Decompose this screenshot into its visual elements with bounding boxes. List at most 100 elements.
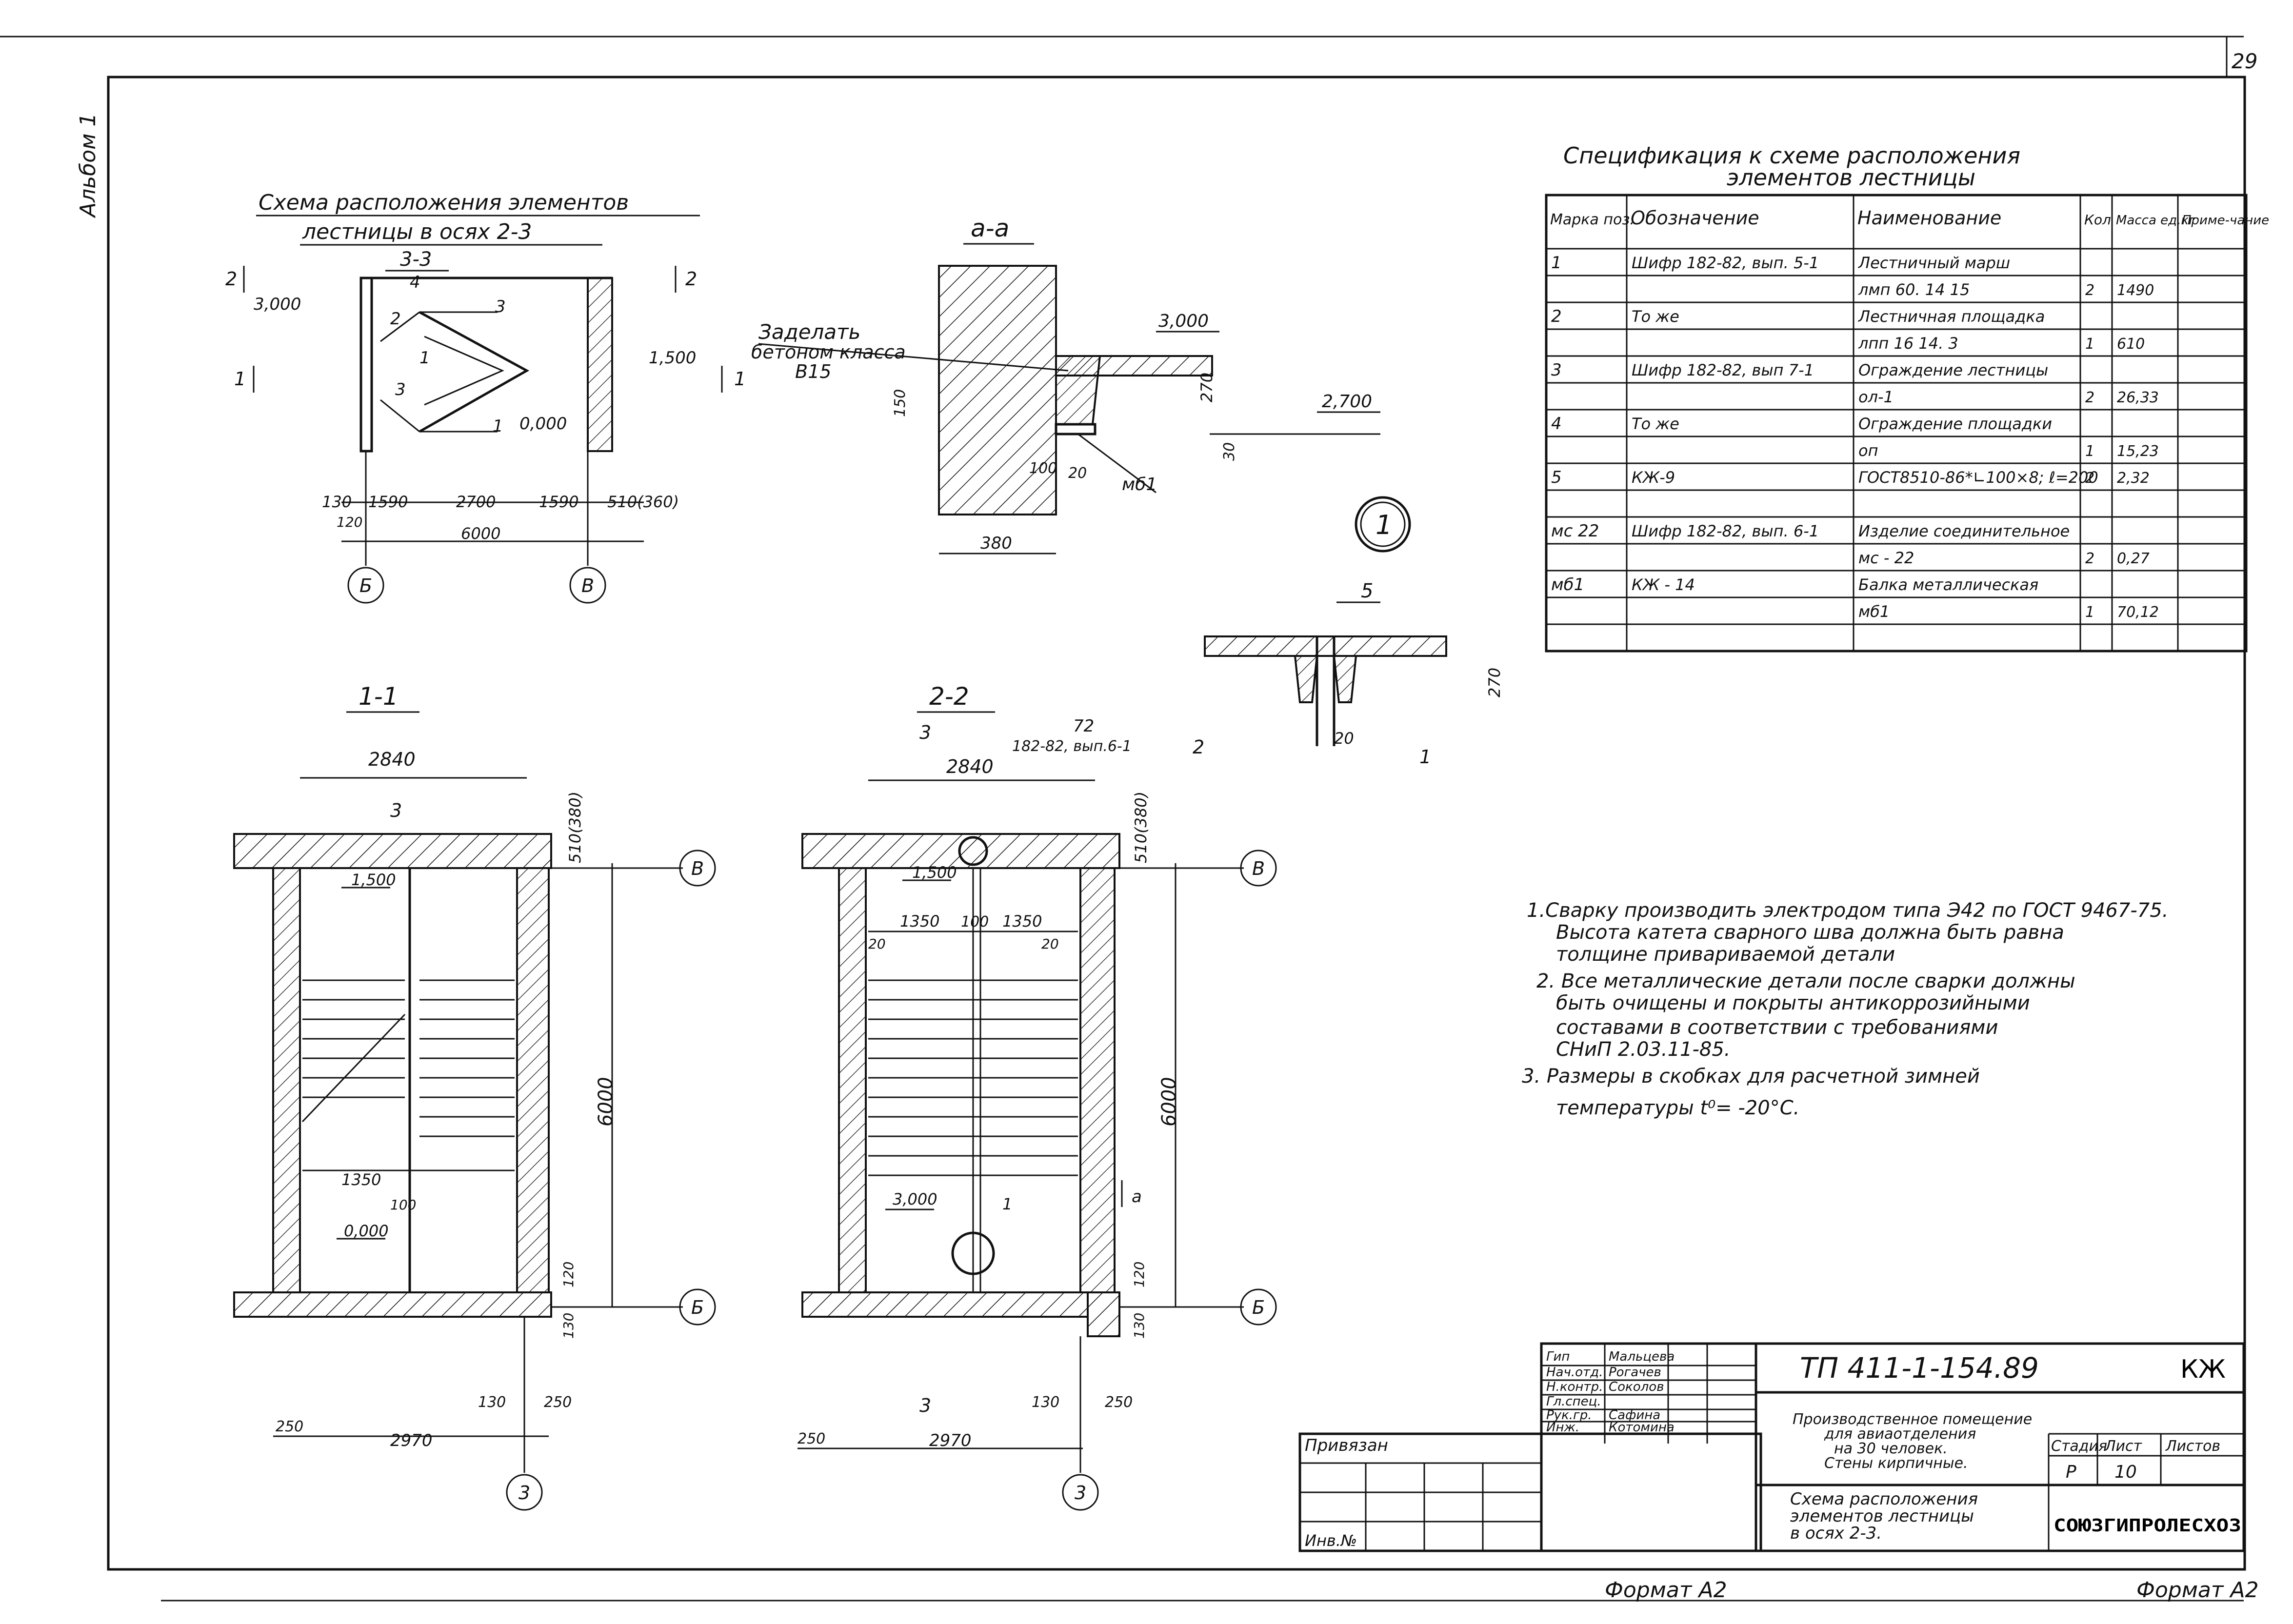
s22-dim-130b: 130 bbox=[1032, 1394, 1059, 1411]
format-label-center: Формат А2 bbox=[1605, 1578, 1727, 1603]
spec-cell: КЖ-9 bbox=[1632, 468, 1675, 487]
building-line: Стены кирпичные. bbox=[1824, 1455, 1968, 1472]
plan-dim-1590b: 1590 bbox=[539, 493, 578, 511]
note-line: температуры t⁰= -20°С. bbox=[1556, 1097, 1799, 1119]
building-line: на 30 человек. bbox=[1834, 1440, 1948, 1457]
spec-cell: 0,27 bbox=[2117, 550, 2150, 567]
note-line: СНиП 2.03.11-85. bbox=[1556, 1038, 1731, 1061]
s22-axis-v: В bbox=[1252, 858, 1265, 879]
s11-dim-130b: 130 bbox=[478, 1394, 506, 1411]
note-line: толщине привариваемой детали bbox=[1556, 943, 1895, 966]
spec-cell: 4 bbox=[1551, 414, 1562, 434]
inv-no-label: Инв.№ bbox=[1305, 1531, 1357, 1550]
tb-role: Рук.гр. bbox=[1546, 1408, 1592, 1423]
spec-cell: 1490 bbox=[2117, 282, 2154, 299]
plan-dim-6000: 6000 bbox=[461, 524, 500, 543]
spec-cell: Лестничный марш bbox=[1858, 254, 2010, 272]
spec-header-cell: Марка поз. bbox=[1550, 211, 1635, 228]
spec-header-cell: Кол bbox=[2084, 212, 2111, 228]
aa-dim-20: 20 bbox=[1068, 465, 1087, 482]
spec-cell: Шифр 182-82, вып. 6-1 bbox=[1632, 522, 1819, 540]
spec-cell: мб1 bbox=[1551, 575, 1584, 594]
plan-pos-1b: 1 bbox=[493, 416, 503, 436]
plan-pos-4: 4 bbox=[410, 273, 420, 292]
spec-cell: мб1 bbox=[1858, 602, 1890, 621]
tb-role: Гл.спец. bbox=[1546, 1394, 1601, 1409]
spec-cell: 2 bbox=[2085, 470, 2094, 487]
spec-cell: лпп 16 14. 3 bbox=[1858, 334, 1958, 353]
s11-elev-1500: 1,500 bbox=[351, 871, 396, 889]
spec-cell: Шифр 182-82, вып. 5-1 bbox=[1632, 254, 1819, 272]
tb-name: Мальцева bbox=[1609, 1349, 1675, 1364]
spec-cell: лмп 60. 14 15 bbox=[1858, 280, 1970, 299]
spec-cell: 2 bbox=[2085, 550, 2094, 567]
s22-dim-1350a: 1350 bbox=[900, 912, 939, 931]
building-line: для авиаотделения bbox=[1824, 1426, 1976, 1443]
detail-pos-1: 1 bbox=[1419, 746, 1431, 768]
mark-kj: КЖ bbox=[2180, 1355, 2226, 1384]
note-line: составами в соответствии с требованиями bbox=[1556, 1016, 1998, 1039]
detail-callout: 1 bbox=[1376, 510, 1392, 540]
plan-pos-1a: 1 bbox=[419, 348, 430, 368]
s11-dim-130: 130 bbox=[560, 1313, 577, 1339]
s22-mark-3-bottom: 3 bbox=[919, 1395, 931, 1416]
detail-pos-2: 2 bbox=[1193, 736, 1204, 758]
spec-cell: ГОСТ8510-86*∟100×8; ℓ=200 bbox=[1858, 468, 2098, 487]
aa-dim-30: 30 bbox=[1221, 442, 1238, 461]
plan-title-2: лестницы в осях 2-3 bbox=[302, 219, 532, 244]
s22-dim-2840: 2840 bbox=[946, 756, 994, 777]
plan-section-mark: 3-3 bbox=[400, 248, 432, 271]
tb-name: Соколов bbox=[1609, 1380, 1664, 1394]
plan-pos-3b: 3 bbox=[395, 380, 406, 399]
s22-dim-250a: 250 bbox=[798, 1430, 825, 1447]
drawing-line: Схема расположения bbox=[1790, 1489, 1978, 1509]
aa-note-3: В15 bbox=[795, 361, 831, 382]
building-line: Производственное помещение bbox=[1793, 1411, 2032, 1428]
s22-dim-1350b: 1350 bbox=[1002, 912, 1042, 931]
sheet-value: 10 bbox=[2114, 1462, 2137, 1482]
spec-cell: Ограждение лестницы bbox=[1858, 361, 2048, 379]
tb-name: Рогачев bbox=[1609, 1365, 1661, 1380]
spec-cell: 1 bbox=[2085, 443, 2094, 460]
plan-dim-120: 120 bbox=[337, 514, 362, 530]
s22-title: 2-2 bbox=[929, 682, 969, 711]
s22-ref-text: 182-82, вып.6-1 bbox=[1012, 738, 1132, 755]
note-line: Высота катета сварного шва должна быть р… bbox=[1556, 921, 2064, 944]
note-line: 2. Все металлические детали после сварки… bbox=[1536, 970, 2075, 992]
title-block: Привязан Инв.№ Гип Нач.отд. Н.контр. Гл.… bbox=[1298, 1342, 2245, 1552]
spec-cell: То же bbox=[1632, 415, 1679, 433]
section-aa: а-а Заделать бетоном класса В15 3,000 2,… bbox=[751, 214, 1380, 555]
aa-dim-270: 270 bbox=[1197, 373, 1216, 402]
s22-pos-1: 1 bbox=[1002, 1195, 1012, 1213]
spec-cell: 5 bbox=[1551, 468, 1562, 487]
s22-dim-6000: 6000 bbox=[1158, 1077, 1180, 1127]
spec-header-cell: Обозначение bbox=[1631, 207, 1759, 229]
s22-mark-a: а bbox=[1132, 1187, 1142, 1207]
organization: СОЮЗГИПРОЛЕСХОЗ bbox=[2054, 1516, 2241, 1536]
plan-title-1: Схема расположения элементов bbox=[259, 190, 629, 215]
s11-mark-3: 3 bbox=[390, 800, 402, 821]
plan-scheme: Схема расположения элементов лестницы в … bbox=[225, 190, 746, 604]
project-code: ТП 411-1-154.89 bbox=[1800, 1351, 2039, 1385]
spec-cell: Шифр 182-82, вып 7-1 bbox=[1632, 361, 1814, 379]
spec-cell: 1 bbox=[2085, 336, 2094, 353]
spec-cell: 2,32 bbox=[2117, 470, 2150, 487]
notes: 1.Сварку производить электродом типа Э42… bbox=[1522, 899, 2168, 1119]
s11-dim-100: 100 bbox=[390, 1197, 416, 1213]
privyazan-label: Привязан bbox=[1305, 1436, 1388, 1455]
spec-cell: мс 22 bbox=[1551, 521, 1599, 541]
s22-dim-2970: 2970 bbox=[929, 1431, 972, 1450]
aa-elev-3000: 3,000 bbox=[1158, 311, 1209, 331]
spec-cell: 1 bbox=[1551, 253, 1562, 273]
s22-dim-130: 130 bbox=[1131, 1313, 1147, 1339]
plan-dim-130: 130 bbox=[322, 493, 352, 511]
s22-dim-20a: 20 bbox=[868, 936, 886, 952]
spec-cell: Изделие соединительное bbox=[1858, 522, 2070, 540]
aa-dim-380: 380 bbox=[980, 534, 1012, 553]
spec-cell: 610 bbox=[2117, 336, 2145, 353]
spec-cell: мс - 22 bbox=[1858, 549, 1914, 567]
note-line: 1.Сварку производить электродом типа Э42… bbox=[1527, 899, 2168, 922]
section-22: 2-2 72 182-82, вып.6-1 3 2840 510(380) bbox=[798, 682, 1277, 1511]
spec-cell: ол-1 bbox=[1858, 388, 1894, 406]
spec-cell: 3 bbox=[1551, 360, 1562, 380]
